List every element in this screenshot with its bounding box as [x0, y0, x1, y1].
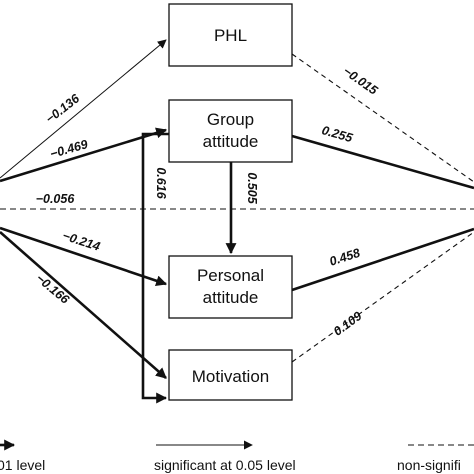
legend-label-001: 01 level — [0, 457, 45, 473]
legend-label-005: significant at 0.05 level — [154, 457, 296, 473]
coef-personal-out: 0.458 — [328, 246, 362, 269]
edge-group-out — [291, 134, 474, 190]
edge-phl-out — [291, 53, 474, 183]
node-phl-label: PHL — [214, 26, 247, 45]
node-personal-attitude-label-line1: Personal — [197, 266, 264, 285]
node-personal-attitude-label-line2: attitude — [203, 288, 259, 307]
edge-src-group — [0, 127, 168, 183]
edge-src-motivation — [0, 231, 167, 379]
node-phl: PHL — [168, 3, 293, 67]
coef-group-personal: 0.505 — [245, 172, 259, 204]
node-group-attitude: Group attitude — [168, 99, 293, 163]
edge-personal-out — [291, 227, 474, 292]
coef-group-out: 0.255 — [320, 123, 355, 145]
coef-src-out: −0.056 — [36, 192, 76, 206]
edge-group-motivation — [141, 132, 169, 404]
node-motivation-label: Motivation — [192, 367, 269, 386]
node-motivation: Motivation — [168, 349, 293, 401]
node-group-attitude-label-line2: attitude — [203, 132, 259, 151]
coef-src-phl: −0.136 — [43, 91, 83, 126]
node-personal-attitude: Personal attitude — [168, 255, 293, 319]
legend: 01 level significant at 0.05 level non-s… — [0, 439, 474, 473]
edge-src-phl — [0, 39, 167, 179]
node-group-attitude-label-line1: Group — [207, 110, 254, 129]
edge-src-personal — [0, 226, 168, 287]
legend-label-nonsig: non-signifi — [397, 457, 461, 473]
coef-src-group: −0.469 — [48, 137, 89, 161]
coef-group-motivation: 0.616 — [154, 167, 168, 199]
edge-motivation-out — [291, 231, 474, 363]
